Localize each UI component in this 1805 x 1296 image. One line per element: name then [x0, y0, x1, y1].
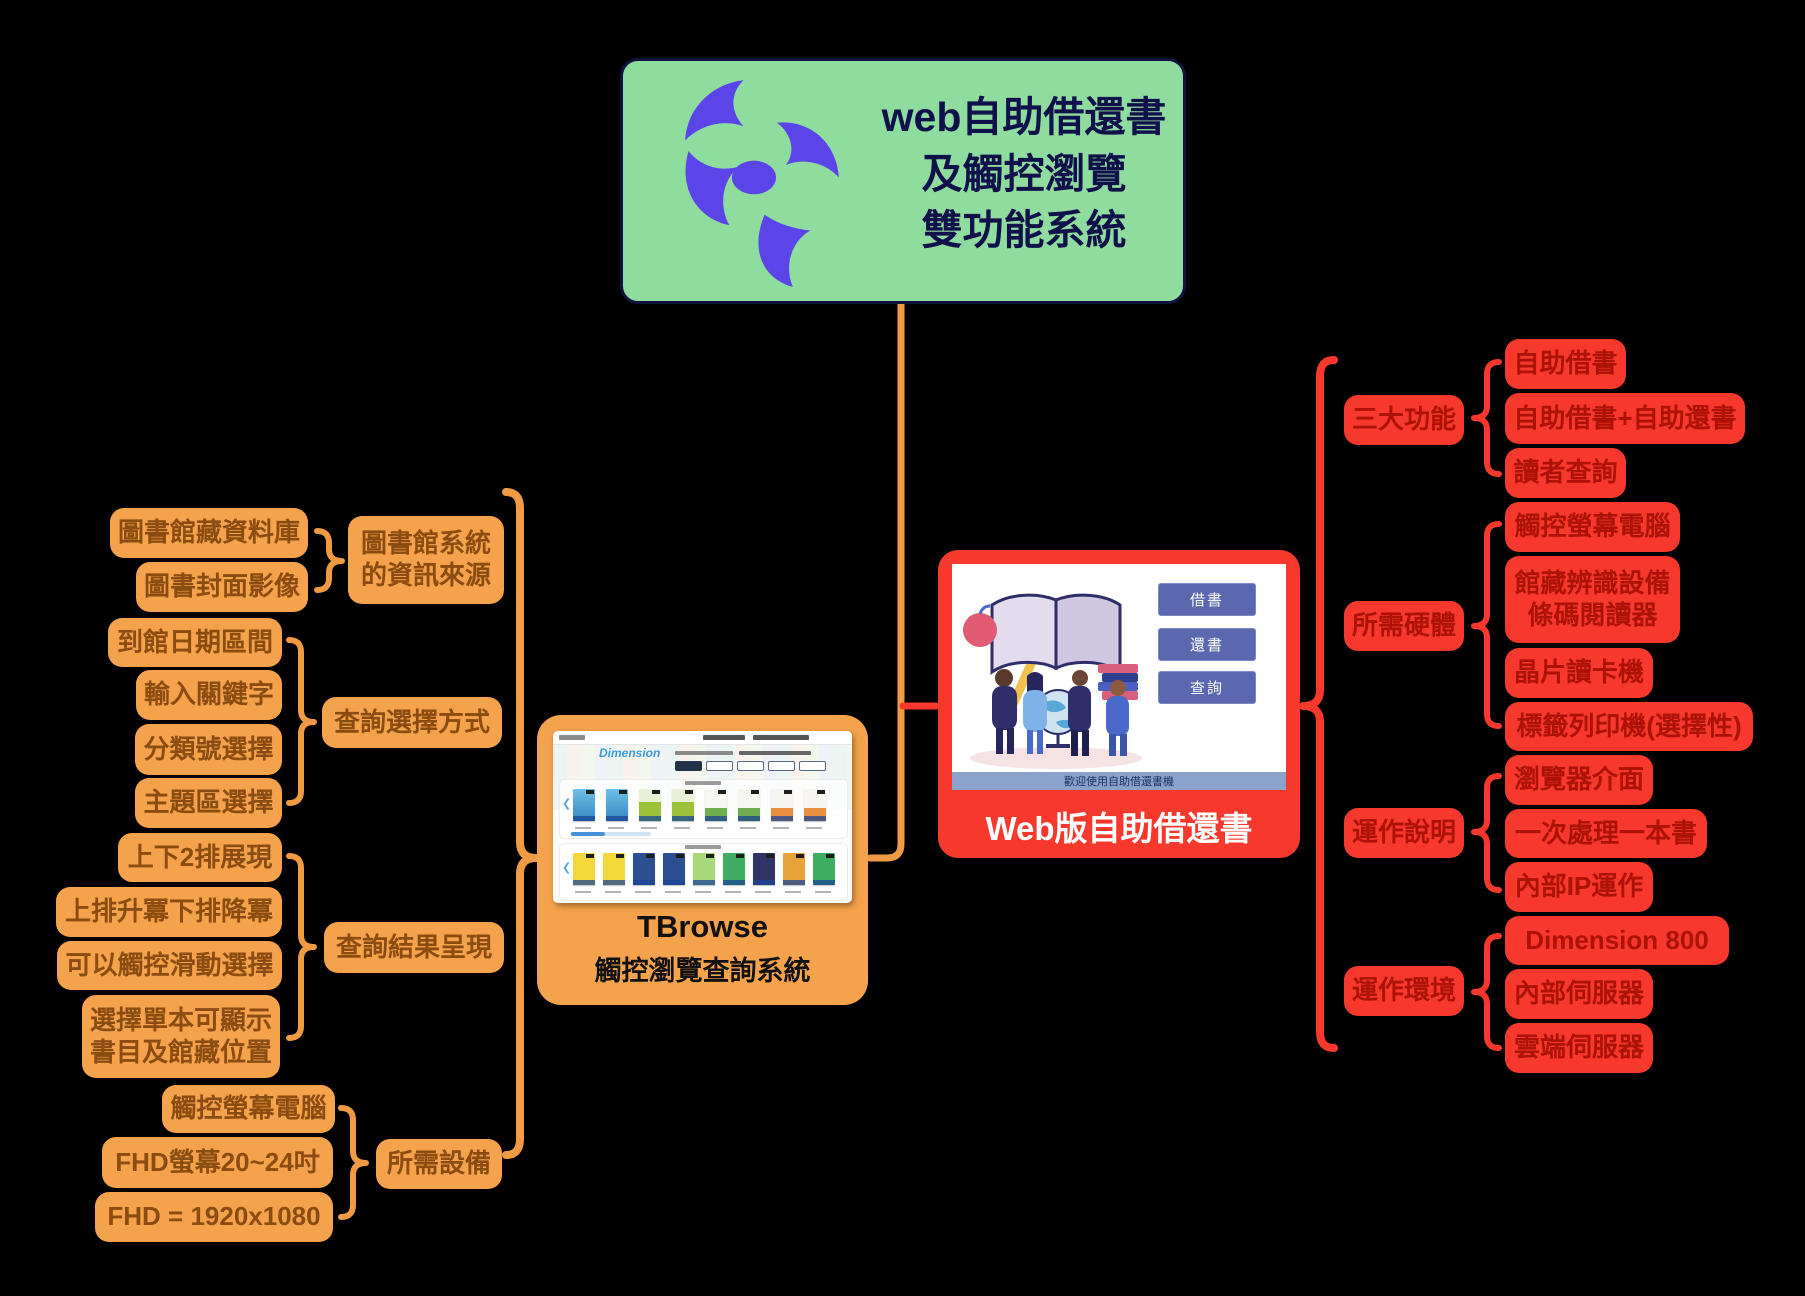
node-fhd-screen-20-24[interactable]: FHD螢幕20~24吋 — [102, 1137, 333, 1188]
inquiry-button: 查詢 — [1158, 671, 1256, 704]
big-brace-right — [1299, 356, 1338, 1052]
filter-chip — [768, 761, 795, 771]
dimension-logo-icon — [685, 80, 839, 287]
node-internal-server[interactable]: 內部伺服器 — [1505, 969, 1653, 1019]
brace-right-environment — [1471, 933, 1502, 1051]
tbrowse-title: TBrowse — [637, 909, 768, 944]
tbrowse-subtitle: 觸控瀏覽查詢系統 — [594, 956, 811, 986]
filter-chip — [799, 761, 826, 771]
person-1 — [992, 669, 1017, 754]
brace-right-functions — [1471, 359, 1502, 477]
node-dimension-800[interactable]: Dimension 800 — [1505, 916, 1729, 965]
person-4 — [1106, 680, 1129, 756]
filter-chip — [737, 761, 764, 771]
node-self-borrow[interactable]: 自助借書 — [1505, 339, 1626, 389]
node-browser-interface[interactable]: 瀏覽器介面 — [1505, 755, 1653, 805]
label-required-equipment[interactable]: 所需設備 — [376, 1139, 502, 1189]
person-2 — [1023, 672, 1047, 754]
person-3 — [1068, 670, 1091, 756]
topic-tbrowse[interactable]: Dimension ❮ — [537, 715, 868, 1005]
borrow-button: 借書 — [1158, 583, 1256, 616]
node-top-asc-bottom-desc[interactable]: 上排升冪下排降冪 — [56, 887, 282, 937]
node-book-cover-images[interactable]: 圖書封面影像 — [136, 562, 308, 612]
node-cloud-server[interactable]: 雲端伺服器 — [1505, 1023, 1653, 1073]
people-holding-book-illustration — [963, 593, 1142, 769]
chevron-left-icon: ❮ — [562, 798, 572, 810]
node-reader-inquiry[interactable]: 讀者查詢 — [1505, 448, 1626, 498]
node-keyword-input[interactable]: 輸入關鍵字 — [136, 670, 282, 720]
big-brace-left — [502, 488, 540, 1159]
filter-chip-selected — [675, 761, 702, 771]
node-class-number-select[interactable]: 分類號選擇 — [135, 724, 282, 775]
return-button: 還書 — [1158, 628, 1256, 661]
node-fhd-1920x1080[interactable]: FHD = 1920x1080 — [95, 1192, 333, 1242]
brace-left-info-source — [314, 528, 345, 593]
label-operating-environment[interactable]: 運作環境 — [1344, 966, 1464, 1016]
node-touch-screen-computer[interactable]: 觸控螢幕電腦 — [1505, 502, 1680, 552]
chevron-left-icon: ❮ — [562, 862, 572, 874]
label-operation-notes[interactable]: 運作說明 — [1344, 808, 1464, 858]
node-two-row-display[interactable]: 上下2排展現 — [118, 833, 282, 882]
root-title: web自助借還書 及觸控瀏覽 雙功能系統 — [881, 94, 1167, 254]
scrollbar-track — [571, 832, 651, 836]
tbrowse-screenshot: Dimension ❮ — [553, 731, 852, 903]
node-collection-id-barcode-reader[interactable]: 館藏辨識設備 條碼閱讀器 — [1505, 556, 1680, 643]
label-library-system-info-source[interactable]: 圖書館系統 的資訊來源 — [348, 516, 504, 604]
brace-left-equipment — [338, 1105, 369, 1220]
node-chip-card-reader[interactable]: 晶片讀卡機 — [1505, 648, 1653, 698]
brace-left-query-results — [286, 853, 317, 1041]
web-selfcheck-title: Web版自助借還書 — [985, 810, 1253, 847]
root-topic[interactable]: web自助借還書 及觸控瀏覽 雙功能系統 — [620, 58, 1186, 304]
selfcheck-screen: 借書 還書 查詢 歡迎使用自助借還書機 — [952, 564, 1286, 790]
node-single-book-detail[interactable]: 選擇單本可顯示 書目及館藏位置 — [82, 995, 280, 1078]
brace-left-query-methods — [286, 637, 317, 806]
node-touch-slide-select[interactable]: 可以觸控滑動選擇 — [57, 941, 282, 990]
node-self-borrow-and-return[interactable]: 自助借書+自助還書 — [1505, 393, 1745, 444]
node-subject-area-select[interactable]: 主題區選擇 — [135, 778, 282, 828]
node-library-collection-db[interactable]: 圖書館藏資料庫 — [110, 508, 308, 558]
label-required-hardware[interactable]: 所需硬體 — [1344, 601, 1464, 651]
topic-web-selfcheck[interactable]: 借書 還書 查詢 歡迎使用自助借還書機 Web版自助借還書 — [938, 550, 1300, 858]
label-three-functions[interactable]: 三大功能 — [1344, 395, 1464, 445]
node-one-book-at-a-time[interactable]: 一次處理一本書 — [1505, 809, 1707, 858]
apple-icon — [963, 604, 997, 647]
filter-chip — [706, 761, 733, 771]
brace-right-hardware — [1471, 521, 1502, 729]
screen-footer-banner: 歡迎使用自助借還書機 — [952, 772, 1286, 790]
connector-root-to-tbrowse — [866, 300, 905, 862]
scrollbar-thumb — [571, 832, 605, 836]
node-internal-ip-operation[interactable]: 內部IP運作 — [1505, 862, 1653, 912]
node-touch-screen-pc[interactable]: 觸控螢幕電腦 — [162, 1085, 335, 1133]
screenshot-header — [553, 731, 852, 745]
label-query-selection-methods[interactable]: 查詢選擇方式 — [322, 697, 502, 748]
node-label-printer-optional[interactable]: 標籤列印機(選擇性) — [1505, 702, 1753, 751]
brace-right-operation — [1471, 773, 1502, 893]
node-arrival-date-range[interactable]: 到館日期區間 — [108, 618, 282, 667]
dimension-brand-logo: Dimension — [599, 746, 661, 760]
label-query-result-presentation[interactable]: 查詢結果呈現 — [324, 922, 504, 973]
open-book-icon — [990, 593, 1122, 675]
